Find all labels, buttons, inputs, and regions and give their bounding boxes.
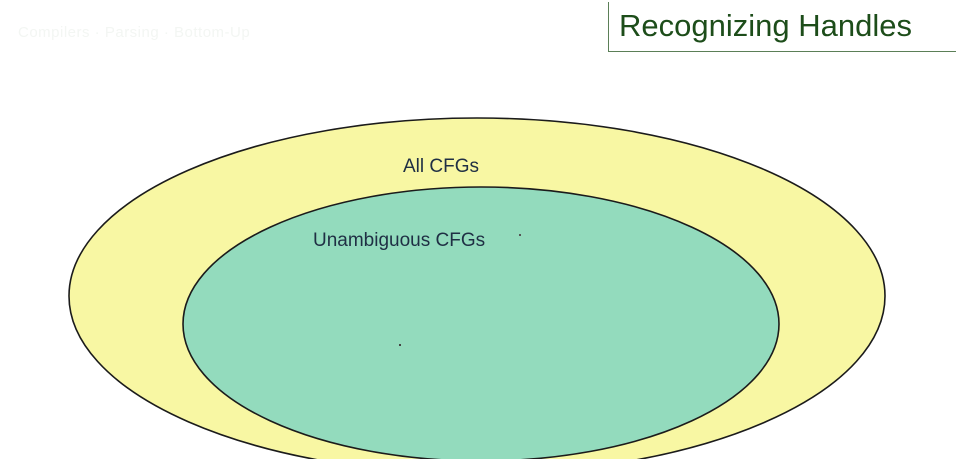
- slide-title-box: Recognizing Handles: [608, 2, 956, 52]
- unambiguous-cfgs-ellipse: [182, 186, 780, 459]
- all-cfgs-label: All CFGs: [403, 156, 479, 177]
- speck-mark: [519, 234, 521, 236]
- speck-mark: [399, 344, 401, 346]
- unambiguous-cfgs-label: Unambiguous CFGs: [313, 230, 485, 251]
- slide-title: Recognizing Handles: [619, 8, 912, 43]
- watermark-text: Compilers · Parsing · Bottom-Up: [18, 24, 251, 41]
